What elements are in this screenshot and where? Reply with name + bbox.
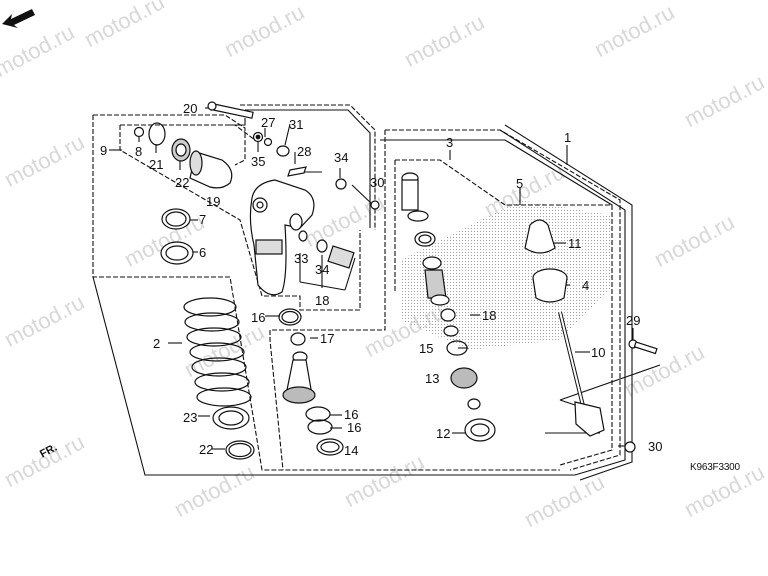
part-label-9[interactable]: 9 [100, 143, 108, 158]
part-label-21[interactable]: 19 [206, 194, 221, 209]
part-label-26[interactable]: 27 [261, 115, 276, 130]
bump-rubber-11-icon [524, 219, 556, 254]
outline-group-9 [93, 114, 246, 166]
part-label-3[interactable]: 3 [446, 135, 454, 150]
oring-26-icon [263, 137, 273, 147]
spring-2-icon [183, 297, 252, 407]
part-label-32[interactable]: 33 [294, 251, 309, 266]
nut-34-icon [335, 178, 347, 190]
part-label-8[interactable]: 8 [135, 144, 143, 159]
part-label-34[interactable]: 34 [334, 150, 349, 165]
part-label-14[interactable]: 14 [344, 443, 359, 458]
part-label-15[interactable]: 15 [419, 341, 434, 356]
outline-group-5 [395, 159, 613, 466]
oring-15-icon [446, 340, 468, 356]
oring-22-icon [148, 122, 166, 146]
part-label-18[interactable]: 18 [482, 308, 497, 323]
part-label-13[interactable]: 13 [425, 371, 440, 386]
ring-16b-icon [307, 419, 333, 435]
part-label-20[interactable]: 18 [315, 293, 330, 308]
nut-8-icon [133, 126, 145, 138]
part-label-30-top[interactable]: 30 [370, 175, 385, 190]
reservoir-21-icon [189, 150, 233, 189]
rod-10-icon [558, 311, 605, 437]
piston-13-icon [450, 367, 478, 389]
part-label-31[interactable]: 31 [289, 117, 304, 132]
adjuster-20-icon [327, 245, 355, 269]
bushing-31-icon [276, 145, 290, 157]
label-27-icon [287, 166, 307, 177]
part-label-2[interactable]: 2 [153, 336, 161, 351]
oring-32-icon [298, 230, 308, 242]
bolt-28-icon [207, 101, 254, 119]
part-label-17[interactable]: 16 [251, 310, 266, 325]
part-label-30-bottom[interactable]: 30 [648, 439, 663, 454]
nut-30-top-icon [370, 200, 380, 210]
part-label-16b[interactable]: 16 [347, 420, 362, 435]
part-label-4[interactable]: 4 [582, 278, 590, 293]
bolt-29-icon [628, 339, 658, 355]
valve-18-icon [440, 308, 456, 322]
part-label-27[interactable]: 28 [297, 144, 312, 159]
part-label-22[interactable]: 21 [149, 157, 164, 172]
ring-16a-icon [305, 406, 331, 422]
ring-17-icon [278, 308, 302, 326]
part-label-24[interactable]: 22 [199, 442, 214, 457]
piston-stack-icon [282, 351, 316, 404]
outline-group-3 [385, 129, 621, 471]
part-label-5[interactable]: 5 [516, 176, 524, 191]
nut-19-icon [290, 332, 306, 346]
part-label-23[interactable]: 22 [175, 175, 190, 190]
part-label-11[interactable]: 11 [568, 236, 582, 251]
part-label-12[interactable]: 12 [436, 426, 451, 441]
part-label-6[interactable]: 6 [199, 245, 207, 260]
cup-4-icon [532, 268, 568, 303]
part-label-25[interactable]: 23 [183, 410, 198, 425]
part-label-28[interactable]: 20 [183, 101, 198, 116]
front-direction-arrow-icon [2, 9, 35, 28]
part-label-16a[interactable]: 16 [344, 407, 359, 422]
part-label-29[interactable]: 29 [626, 313, 641, 328]
outline-group-1 [92, 129, 626, 476]
part-label-35[interactable]: 35 [251, 154, 266, 169]
nut-30-bottom-icon [624, 441, 636, 453]
oring-33-icon [316, 239, 328, 253]
part-label-1[interactable]: 1 [564, 130, 572, 145]
bump-stop-icon [401, 172, 429, 222]
figure-code: K963F3300 [690, 462, 740, 473]
part-label-7[interactable]: 7 [199, 212, 207, 227]
part-label-10[interactable]: 10 [591, 345, 606, 360]
shock-body-icon [249, 179, 315, 296]
oring-24-icon [225, 440, 255, 460]
part-label-33[interactable]: 34 [315, 262, 330, 277]
part-label-19[interactable]: 17 [320, 331, 335, 346]
